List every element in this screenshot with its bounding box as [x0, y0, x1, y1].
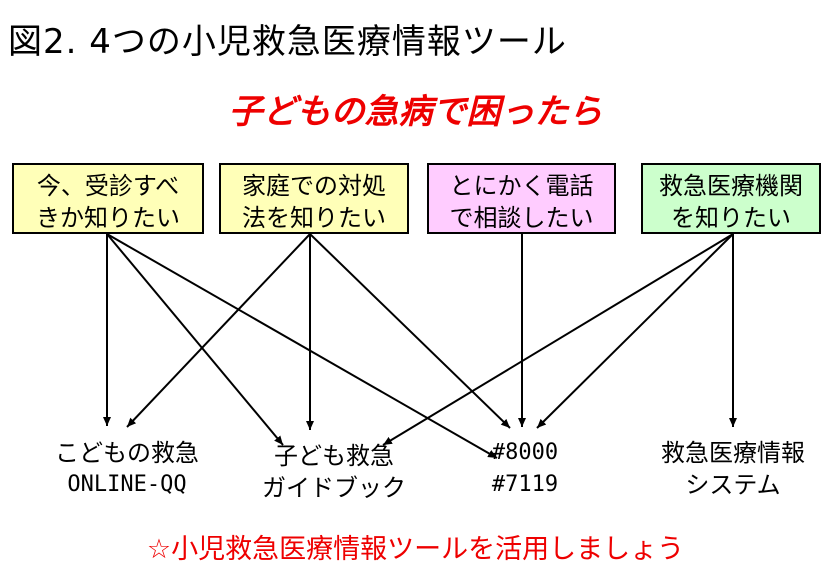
tool-line2: ONLINE-QQ	[67, 472, 187, 497]
arrow-homecare-to-8000	[309, 233, 511, 429]
tool-line1: #8000	[491, 440, 559, 465]
tool-line2: ガイドブック	[262, 474, 406, 502]
arrow-facility-to-guidebook	[382, 233, 734, 446]
need-box-phone: とにかく電話 で相談したい	[427, 163, 616, 234]
need-box-line2: きか知りたい	[36, 204, 180, 232]
subtitle: 子どもの急病で困ったら	[228, 92, 603, 132]
tool-online-qq: こどもの救急 ONLINE-QQ	[47, 437, 207, 501]
tool-line1: こどもの救急	[55, 439, 199, 467]
tool-line2: システム	[685, 471, 781, 499]
need-box-home-care: 家庭での対処 法を知りたい	[219, 163, 409, 234]
tool-info-system: 救急医療情報 システム	[645, 437, 821, 501]
tool-line1: 子ども救急	[274, 442, 394, 470]
need-box-consult: 今、受診すべ きか知りたい	[12, 163, 204, 234]
arrow-facility-to-8000	[536, 233, 734, 429]
need-box-line2: 法を知りたい	[242, 204, 386, 232]
arrow-consult-to-8000	[106, 233, 498, 459]
tool-guidebook: 子ども救急 ガイドブック	[249, 440, 419, 504]
need-box-line1: とにかく電話	[449, 172, 594, 200]
page-title: 図2. 4つの小児救急医療情報ツール	[8, 22, 567, 62]
tool-line2: #7119	[491, 472, 559, 497]
tool-phone-numbers: #8000 #7119	[470, 437, 580, 501]
need-box-facility: 救急医療機関 を知りたい	[641, 163, 821, 234]
tool-line1: 救急医療情報	[661, 439, 805, 467]
arrow-consult-to-guidebook	[106, 233, 284, 446]
need-box-line2: を知りたい	[671, 204, 791, 232]
arrow-homecare-to-online-qq	[126, 233, 311, 428]
need-box-line1: 家庭での対処	[242, 172, 386, 200]
need-box-line2: で相談したい	[449, 204, 594, 232]
need-box-line1: 救急医療機関	[659, 172, 803, 200]
need-box-line1: 今、受診すべ	[36, 172, 180, 200]
footer-note: ☆小児救急医療情報ツールを活用しましょう	[146, 534, 685, 565]
